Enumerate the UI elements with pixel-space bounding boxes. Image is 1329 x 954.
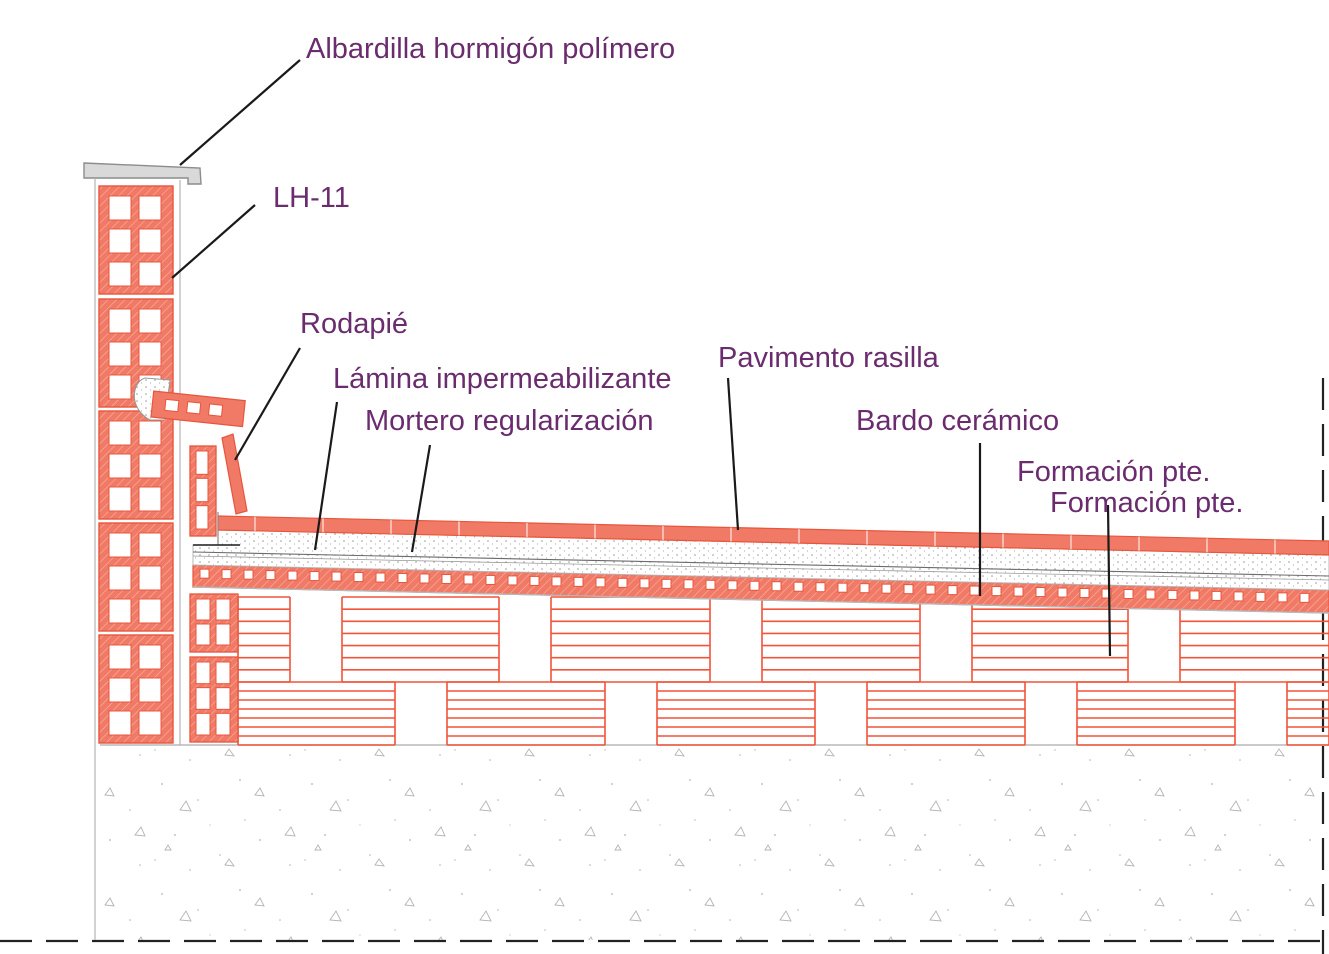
inner-brick — [189, 445, 217, 537]
lh11-brick — [98, 185, 174, 295]
label-bardo: Bardo cerámico — [856, 405, 1059, 437]
section-break-lines — [0, 378, 1329, 954]
support-partitions — [237, 596, 1329, 746]
lh11-brick — [98, 410, 174, 520]
inner-brick-wall — [189, 445, 239, 743]
leader-pavimento — [726, 377, 740, 531]
lh11-brick — [98, 522, 174, 632]
leader-lines — [171, 59, 1112, 657]
label-lh11: LH-11 — [273, 182, 350, 214]
inner-brick — [189, 593, 239, 653]
concrete-slab — [100, 744, 1329, 940]
lh11-brick — [98, 634, 174, 744]
roof-layers — [192, 512, 1329, 614]
annotation-labels: Albardilla hormigón polímero LH-11 Rodap… — [273, 33, 1243, 519]
skirting-tile — [221, 433, 248, 515]
leader-rodapie — [234, 347, 301, 461]
leader-lh11 — [171, 204, 256, 279]
leader-lamina — [313, 401, 339, 551]
leader-formacion — [1106, 504, 1112, 657]
partition-row — [237, 681, 1329, 746]
flashing-brick — [133, 377, 246, 428]
label-pavimento: Pavimento rasilla — [718, 342, 940, 374]
label-formacion-1: Formación pte. — [1017, 456, 1210, 488]
leader-albardilla — [179, 59, 301, 166]
inner-brick — [189, 656, 239, 743]
label-rodapie: Rodapié — [300, 308, 408, 340]
parapet-wall — [98, 185, 174, 744]
label-formacion-2: Formación pte. — [1050, 487, 1243, 519]
label-mortero: Mortero regularización — [365, 405, 654, 437]
label-lamina: Lámina impermeabilizante — [333, 363, 672, 395]
label-albardilla: Albardilla hormigón polímero — [306, 33, 675, 65]
leader-mortero — [410, 444, 432, 553]
coping-stone — [83, 162, 202, 940]
